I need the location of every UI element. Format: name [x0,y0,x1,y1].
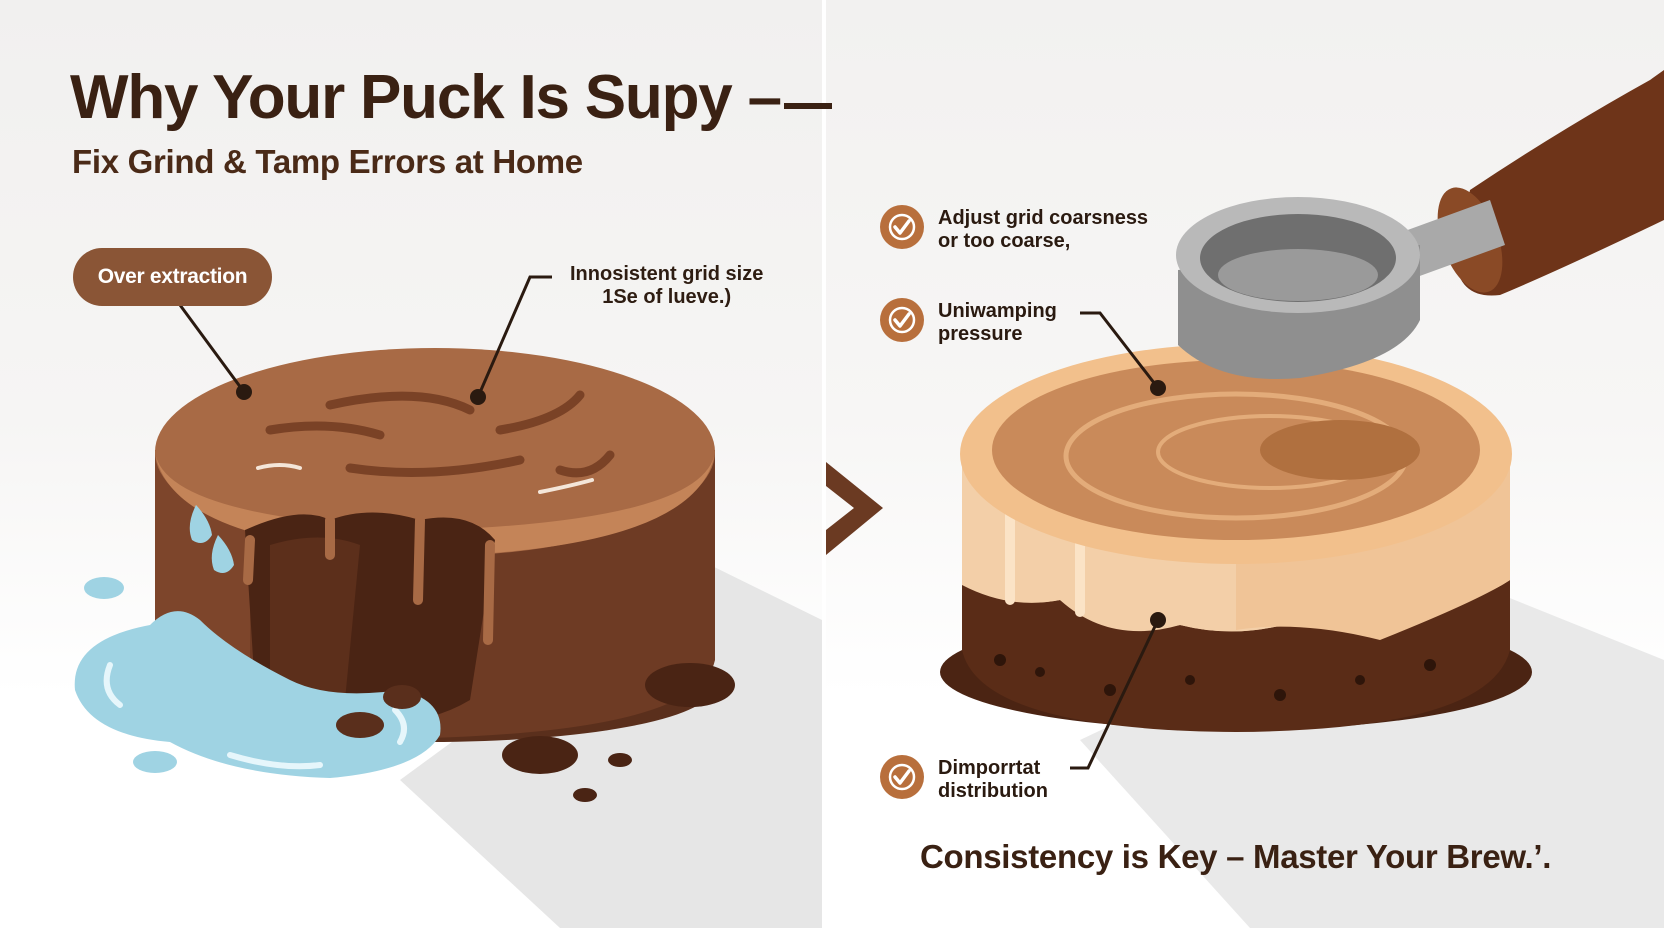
coffee-crumb [573,788,597,802]
coffee-speck [1035,667,1045,677]
coffee-crumb [383,685,421,709]
check-icon [880,755,924,799]
footer-tagline: Consistency is Key – Master Your Brew.’. [920,838,1552,875]
coffee-speck [1355,675,1365,685]
tamped-puck-top [992,360,1480,540]
tip-2-line-1: Uniwamping [938,300,1057,322]
pressure-leader-line [1080,311,1160,389]
grind-leader-dot [470,389,486,405]
soupy-puck-illustration [74,275,735,802]
tip-grind-coarseness: Adjust grid coarsness or too coarse, [938,207,1148,253]
water-drop-icon-2 [211,535,234,574]
check-icon [880,298,924,342]
puck-drips [243,515,495,645]
left-floor-shadow [400,560,822,928]
check-icon [880,205,924,249]
grind-callout-line-1: Innosistent grid size [570,263,764,285]
puck-highlights [256,463,594,494]
puck-cracks [265,390,615,478]
distribution-leader-line [1070,619,1160,770]
water-shine [103,662,407,770]
panel-divider [822,0,826,928]
tip-1-line-2: or too coarse, [938,230,1071,252]
grind-size-callout: Innosistent grid size 1Se of lueve.) [570,263,763,309]
arrow-right-icon [826,462,883,555]
tamper-icon [1176,70,1664,380]
water-droplet-small [84,577,124,599]
distribution-leader-dot [1150,612,1166,628]
badge-leader-dot [236,384,252,400]
tamper-bowl-base [1218,249,1378,301]
coffee-crumb [645,663,735,707]
title-dash [784,103,832,109]
coffee-crumb [608,753,632,767]
water-drop-icon [189,505,212,544]
tip-distribution: Dimporrtat distribution [938,757,1048,803]
coffee-crumb [336,712,384,738]
coffee-speck [1185,675,1195,685]
page-subtitle: Fix Grind & Tamp Errors at Home [72,143,583,180]
grind-callout-line-2: 1Se of lueve.) [602,286,732,308]
grind-leader-line [476,275,552,398]
tip-3-line-2: distribution [938,780,1048,802]
tip-1-line-1: Adjust grid coarsness [938,207,1149,229]
tamper-handle [1455,70,1664,296]
coffee-crumb [502,736,578,774]
coffee-speck [1274,689,1286,701]
tamped-puck-illustration [940,70,1664,770]
over-extraction-badge: Over extraction [73,248,272,306]
puck-cavity-inner [270,537,360,700]
tamped-puck-dark-spot [1260,420,1420,480]
tip-tamping-pressure: Uniwamping pressure [938,300,1057,346]
page-title: Why Your Puck Is Supy – [70,63,782,132]
tip-2-line-2: pressure [938,323,1023,345]
water-droplet-tiny [133,751,177,773]
coffee-speck [994,654,1006,666]
pressure-leader-dot [1150,380,1166,396]
badge-leader-line [178,304,246,393]
coffee-speck [1104,684,1116,696]
coffee-speck [1424,659,1436,671]
tip-3-line-1: Dimporrtat [938,757,1041,779]
